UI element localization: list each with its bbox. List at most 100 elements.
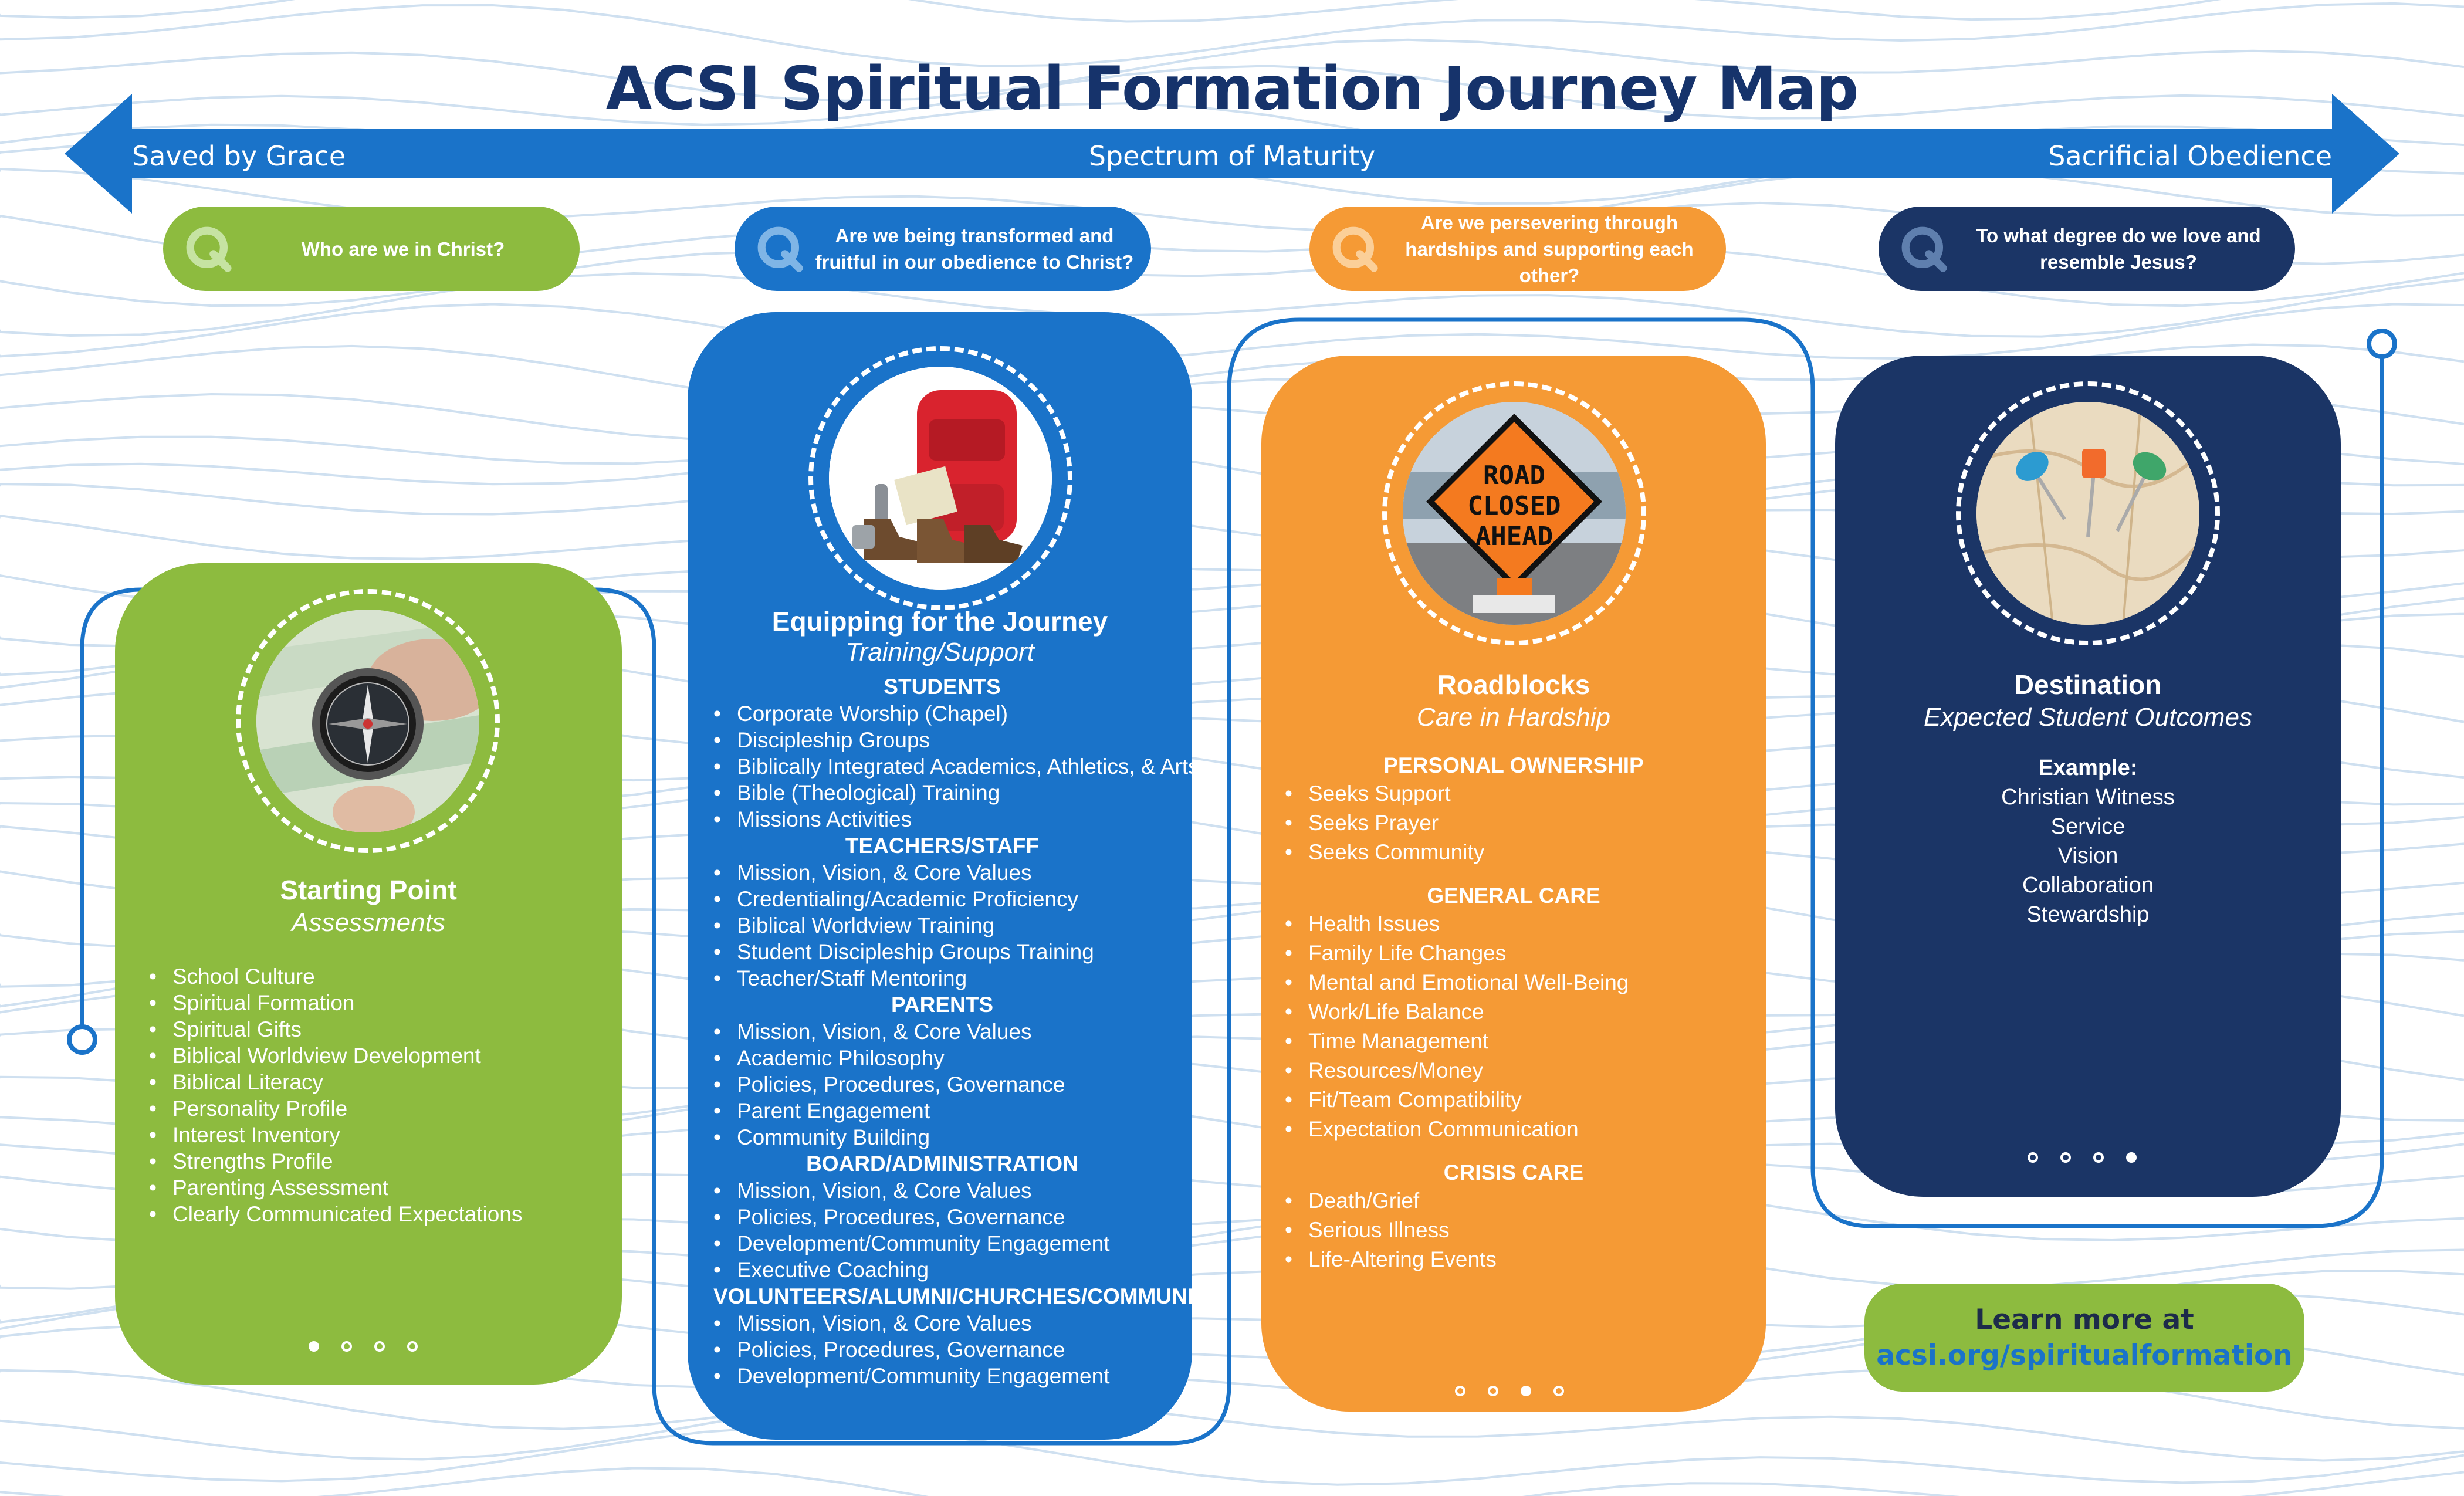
photo-ring xyxy=(1382,381,1646,645)
list-item: Health Issues xyxy=(1285,909,1742,939)
photo-ring xyxy=(236,589,500,853)
page-dot xyxy=(1455,1386,1465,1396)
section-heading: STUDENTS xyxy=(884,675,1001,699)
card-roadblocks: ROAD CLOSED AHEAD Roadblocks Care in Har… xyxy=(1261,356,1766,1412)
list-item: Spiritual Formation xyxy=(149,990,522,1016)
question-text: Are we persevering through hardships and… xyxy=(1405,211,1694,286)
list-item: Corporate Worship (Chapel) xyxy=(713,700,1171,727)
list-item: Biblically Integrated Academics, Athleti… xyxy=(713,753,1199,780)
list-item: Clearly Communicated Expectations xyxy=(149,1201,522,1227)
section-list: Health Issues Family Life Changes Mental… xyxy=(1285,909,1742,1144)
page-dot xyxy=(1553,1386,1564,1396)
backpack-photo xyxy=(829,367,1052,590)
q-icon xyxy=(757,226,803,272)
section-heading: CRISIS CARE xyxy=(1443,1160,1584,1184)
card-subtitle: Assessments xyxy=(292,908,445,937)
list-item: Strengths Profile xyxy=(149,1148,522,1175)
section-list: Death/Grief Serious Illness Life-Alterin… xyxy=(1285,1186,1742,1274)
example-label: Example: xyxy=(2038,756,2138,780)
page-dot xyxy=(407,1341,418,1352)
question-pill-2: Are we being transformed and fruitful in… xyxy=(735,207,1151,291)
question-pill-4: To what degree do we love and resemble J… xyxy=(1879,207,2295,291)
learn-more-box[interactable]: Learn more at acsi.org/spiritualformatio… xyxy=(1864,1284,2304,1392)
page-dot xyxy=(2060,1152,2071,1163)
list-item: Fit/Team Compatibility xyxy=(1285,1085,1742,1115)
list-item: School Culture xyxy=(149,963,522,990)
q-icon xyxy=(186,226,232,272)
list-item: Expectation Communication xyxy=(1285,1115,1742,1144)
q-icon xyxy=(1901,226,1947,272)
list-item: Resources/Money xyxy=(1285,1056,1742,1085)
list-item: Serious Illness xyxy=(1285,1216,1742,1245)
journey-path xyxy=(80,317,2384,1446)
page-dot xyxy=(2126,1152,2137,1163)
list-item: Time Management xyxy=(1285,1027,1742,1056)
road-sign-text: ROAD CLOSED AHEAD xyxy=(1467,461,1561,551)
list-item: Mission, Vision, & Core Values xyxy=(713,1018,1171,1045)
section-list: Mission, Vision, & Core Values Academic … xyxy=(713,1018,1171,1150)
photo-ring xyxy=(808,346,1072,610)
list-item: Development/Community Engagement xyxy=(713,1230,1171,1257)
assessment-list: School Culture Spiritual Formation Spiri… xyxy=(149,963,522,1227)
card-destination: Destination Expected Student Outcomes Ex… xyxy=(1835,356,2341,1197)
path-end-marker xyxy=(2367,329,2397,359)
list-item: Mission, Vision, & Core Values xyxy=(713,1177,1171,1204)
card-title: Equipping for the Journey xyxy=(771,606,1108,637)
compass-photo xyxy=(256,610,479,832)
pagination-dots xyxy=(2028,1152,2137,1163)
list-item: Family Life Changes xyxy=(1285,939,1742,968)
section-heading: VOLUNTEERS/ALUMNI/CHURCHES/COMMUNITY xyxy=(713,1284,1221,1308)
outcome-item: Service xyxy=(2050,814,2125,839)
outcome-item: Stewardship xyxy=(2026,902,2150,927)
list-item: Missions Activities xyxy=(713,806,1171,832)
card-subtitle: Expected Student Outcomes xyxy=(1923,703,2253,732)
page-dot xyxy=(309,1341,319,1352)
list-item: Personality Profile xyxy=(149,1095,522,1122)
list-item: Policies, Procedures, Governance xyxy=(713,1204,1171,1230)
list-item: Seeks Support xyxy=(1285,779,1742,808)
list-item: Teacher/Staff Mentoring xyxy=(713,965,1171,991)
list-item: Biblical Worldview Training xyxy=(713,912,1171,939)
question-pill-1: Who are we in Christ? xyxy=(163,207,580,291)
spectrum-arrow xyxy=(65,94,2399,214)
list-item: Community Building xyxy=(713,1124,1171,1150)
outcome-item: Christian Witness xyxy=(2001,785,2175,810)
list-item: Biblical Worldview Development xyxy=(149,1043,522,1069)
learn-more-link[interactable]: acsi.org/spiritualformation xyxy=(1876,1339,2293,1372)
list-item: Seeks Community xyxy=(1285,838,1742,867)
list-item: Credentialing/Academic Proficiency xyxy=(713,886,1171,912)
outcomes-block: Example: Christian Witness Service Visio… xyxy=(1835,753,2341,929)
section-list: Mission, Vision, & Core Values Policies,… xyxy=(713,1310,1171,1389)
list-item: Academic Philosophy xyxy=(713,1045,1171,1071)
list-item: Mission, Vision, & Core Values xyxy=(713,859,1171,886)
list-item: Parent Engagement xyxy=(713,1098,1171,1124)
card-title: Starting Point xyxy=(280,875,457,905)
section-heading: PARENTS xyxy=(891,993,994,1017)
section-list: Corporate Worship (Chapel) Discipleship … xyxy=(713,700,1199,832)
question-text: Are we being transformed and fruitful in… xyxy=(815,225,1134,273)
list-item: Development/Community Engagement xyxy=(713,1363,1171,1389)
list-item: Death/Grief xyxy=(1285,1186,1742,1216)
training-sections: STUDENTS Corporate Worship (Chapel) Disc… xyxy=(713,673,1221,1389)
list-item: Mission, Vision, & Core Values xyxy=(713,1310,1171,1336)
question-text: Who are we in Christ? xyxy=(301,238,505,260)
learn-more-label: Learn more at xyxy=(1975,1304,2194,1336)
photo-ring xyxy=(1956,381,2220,645)
card-equipping: Equipping for the Journey Training/Suppo… xyxy=(688,312,1221,1440)
list-item: Mental and Emotional Well-Being xyxy=(1285,968,1742,997)
card-starting-point: Starting Point Assessments School Cultur… xyxy=(115,563,622,1385)
section-list: Seeks Support Seeks Prayer Seeks Communi… xyxy=(1285,779,1742,867)
section-heading: GENERAL CARE xyxy=(1427,884,1600,908)
care-sections: PERSONAL OWNERSHIP Seeks Support Seeks P… xyxy=(1285,752,1742,1274)
path-start-marker xyxy=(67,1024,97,1055)
road-closed-sign-photo: ROAD CLOSED AHEAD xyxy=(1403,402,1626,625)
question-text: To what degree do we love and resemble J… xyxy=(1976,225,2261,273)
list-item: Seeks Prayer xyxy=(1285,808,1742,838)
page-dot xyxy=(1521,1386,1531,1396)
outcome-item: Collaboration xyxy=(2022,873,2154,898)
section-list: Mission, Vision, & Core Values Policies,… xyxy=(713,1177,1171,1283)
outcome-item: Vision xyxy=(2057,844,2118,868)
spectrum-right-label: Sacrificial Obedience xyxy=(2048,140,2332,172)
page-dot xyxy=(341,1341,352,1352)
card-title: Destination xyxy=(2014,669,2162,700)
